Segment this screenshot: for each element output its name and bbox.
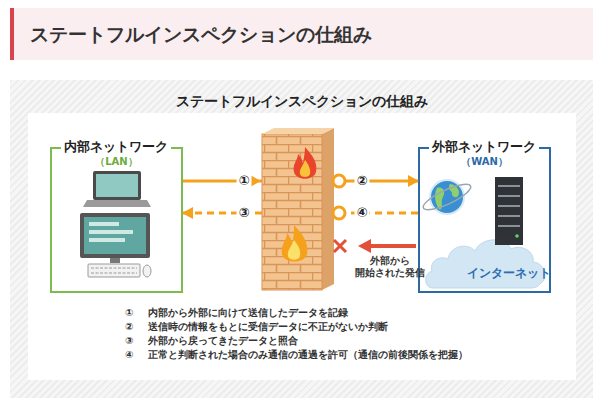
keyboard <box>88 264 140 277</box>
cloud-outline <box>423 232 548 290</box>
list-number: ③ <box>125 334 133 348</box>
monitor-stand <box>110 258 120 263</box>
server-body <box>495 177 523 245</box>
box-title: 内部ネットワーク <box>61 138 171 156</box>
note-text: 外部から 開始された発信 <box>350 255 430 279</box>
box-subtitle: （WAN） <box>420 155 549 169</box>
screen-line <box>89 222 119 226</box>
monitor-frame <box>80 213 150 258</box>
firewall-icon <box>262 128 334 290</box>
list-text: 内部から外部に向けて送信したデータを記録 <box>148 306 348 320</box>
server-slot <box>498 195 520 197</box>
list-text: 送信時の情報をもとに受信データに不正がないか判断 <box>148 320 388 334</box>
blocked-head <box>358 239 371 253</box>
cloud-label: インターネット <box>467 265 551 281</box>
flame-core <box>288 240 300 260</box>
list-text: 外部から戻ってきたデータと照合 <box>148 334 298 348</box>
mouse <box>143 265 151 277</box>
page-heading: ステートフルインスペクションの仕組み <box>30 8 372 60</box>
server-slot <box>498 185 520 187</box>
list-number: ① <box>125 306 133 320</box>
wall-side <box>322 128 334 290</box>
callout-number: ① <box>236 173 251 189</box>
box-title: 外部ネットワーク <box>429 138 539 156</box>
server-icon <box>495 177 523 245</box>
diagram-title: ステートフルインスペクションの仕組み <box>0 92 603 110</box>
permit-ring <box>333 175 345 187</box>
cloud-fill <box>426 240 545 288</box>
screen-line <box>89 238 125 242</box>
cloud-shape: インターネット <box>423 232 548 290</box>
callout-number: ④ <box>354 205 369 221</box>
blocked-line <box>368 244 416 248</box>
laptop-screen-frame <box>93 171 141 200</box>
globe-icon <box>420 180 473 215</box>
keyboard-keys <box>91 267 137 269</box>
arrow-head <box>250 175 261 187</box>
laptop-base <box>83 200 151 207</box>
callout-number: ② <box>354 173 369 189</box>
server-led <box>515 234 519 238</box>
blocked-arrow <box>334 239 416 253</box>
desktop-icon <box>80 213 151 277</box>
server-slot <box>498 205 520 207</box>
globe-orbit <box>420 180 473 215</box>
list-number: ④ <box>125 348 133 362</box>
wall-front <box>262 134 322 290</box>
server-slot <box>498 225 520 227</box>
wall-top <box>262 128 334 134</box>
server-slot <box>498 215 520 217</box>
deny-cross <box>334 240 346 252</box>
flame-core <box>300 160 310 177</box>
screen-line <box>89 230 133 234</box>
deny-cross <box>334 240 346 252</box>
box-subtitle: （LAN） <box>52 155 181 169</box>
list-number: ② <box>125 320 133 334</box>
keyboard-keys <box>91 272 137 274</box>
heading-band: ステートフルインスペクションの仕組み <box>10 8 593 60</box>
callout-number: ③ <box>236 205 251 221</box>
monitor-screen <box>84 217 146 254</box>
list-text: 正常と判断された場合のみ通信の通過を許可（通信の前後関係を把握） <box>148 348 468 362</box>
flame <box>282 225 308 262</box>
permit-ring <box>333 207 345 219</box>
laptop-screen <box>96 174 138 197</box>
network-box: 外部ネットワーク（WAN）インターネット <box>418 147 551 293</box>
laptop-icon <box>83 171 151 207</box>
flame <box>294 147 317 179</box>
